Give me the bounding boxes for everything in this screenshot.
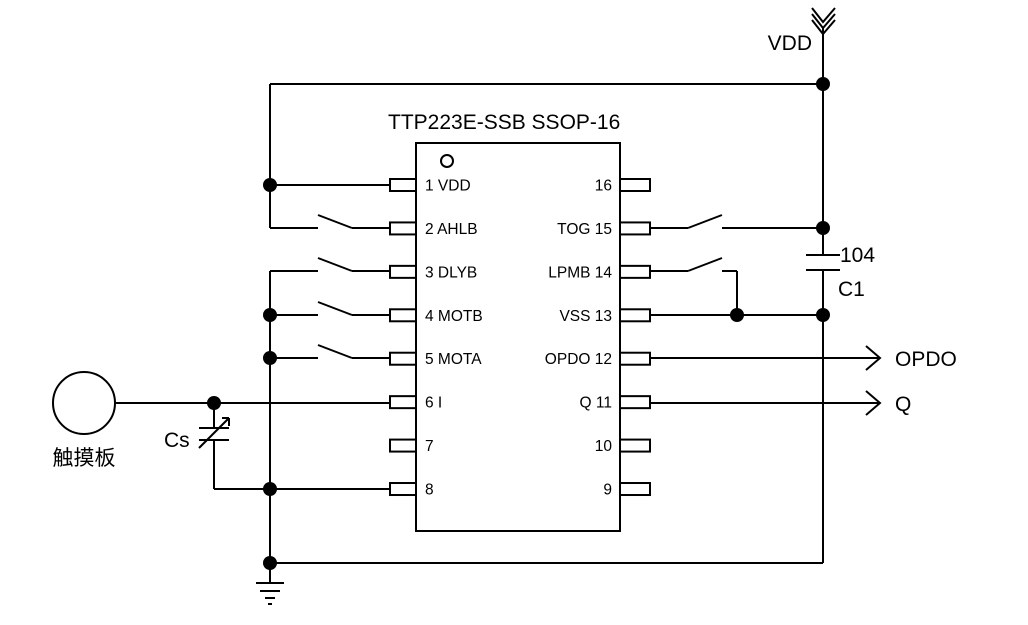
junctions xyxy=(207,77,830,570)
pin-stub xyxy=(619,482,651,497)
pin-label: 5 MOTA xyxy=(425,351,482,368)
pin-stub xyxy=(389,438,417,453)
pin-label: LPMB 14 xyxy=(548,264,612,281)
pin-label: 8 xyxy=(425,482,434,499)
pin-label: 7 xyxy=(425,438,434,455)
pin-stub xyxy=(619,221,651,236)
pin-label: Q 11 xyxy=(580,395,612,412)
opdo-output xyxy=(650,345,882,371)
pin-stub xyxy=(619,308,651,323)
pin-stub xyxy=(389,395,417,410)
junction-dot xyxy=(263,178,277,192)
vdd-label: VDD xyxy=(768,32,812,55)
pin-label: OPDO 12 xyxy=(545,351,612,368)
switch-motb xyxy=(317,301,390,316)
pin-stub xyxy=(619,351,651,366)
pin-label: 2 AHLB xyxy=(425,221,478,238)
variable-capacitor-cs xyxy=(198,403,230,489)
junction-dot xyxy=(263,351,277,365)
junction-dot xyxy=(816,308,830,322)
pin-label: TOG 15 xyxy=(557,221,612,238)
pin-label: 4 MOTB xyxy=(425,308,483,325)
switch-tog xyxy=(650,214,823,229)
opdo-output-label: OPDO xyxy=(895,348,957,371)
pin-stub xyxy=(389,482,417,497)
junction-dot xyxy=(730,308,744,322)
chip-body xyxy=(415,142,621,532)
switch-dlyb xyxy=(317,257,390,272)
pin-stub xyxy=(619,395,651,410)
cs-label: Cs xyxy=(164,429,190,452)
pin-stub xyxy=(619,438,651,453)
left-pins: 1 VDD 2 AHLB 3 DLYB 4 MOTB 5 MOTA 6 I 7 8 xyxy=(389,178,483,499)
pin-label: 10 xyxy=(595,438,613,455)
pin-stub xyxy=(389,264,417,279)
pin-label: 16 xyxy=(595,178,612,195)
pin-stub xyxy=(389,351,417,366)
junction-dot xyxy=(263,308,277,322)
junction-dot xyxy=(263,482,277,496)
pin-stub xyxy=(619,264,651,279)
pin-label: 9 xyxy=(603,482,612,499)
junction-dot xyxy=(816,77,830,91)
pin-label: 3 DLYB xyxy=(425,264,477,281)
junction-dot xyxy=(207,396,221,410)
vdd-net xyxy=(269,28,824,255)
pin1-marker xyxy=(440,154,454,168)
pin-label: 6 I xyxy=(425,395,442,412)
c1-value-label: 104 xyxy=(840,244,875,267)
touch-pad xyxy=(52,371,116,435)
junction-dot xyxy=(263,556,277,570)
pin-label: 1 VDD xyxy=(425,178,471,195)
switch-mota xyxy=(317,344,390,359)
c1-name-label: C1 xyxy=(838,278,865,301)
pin-label: VSS 13 xyxy=(559,308,612,325)
ground-net xyxy=(214,270,823,583)
junction-dot xyxy=(816,221,830,235)
switch-ahlb xyxy=(270,214,390,229)
chip-title: TTP223E-SSB SSOP-16 xyxy=(388,111,620,134)
pin-stub xyxy=(389,308,417,323)
capacitor-c1 xyxy=(806,254,840,563)
switch-lpmb xyxy=(650,257,738,315)
touch-pad-label: 触摸板 xyxy=(53,446,116,470)
ground-symbol xyxy=(256,582,284,605)
q-output xyxy=(650,390,882,416)
pin-stub xyxy=(389,178,417,192)
pin-stub xyxy=(389,221,417,236)
pin-stub xyxy=(619,178,651,192)
q-output-label: Q xyxy=(895,393,911,416)
